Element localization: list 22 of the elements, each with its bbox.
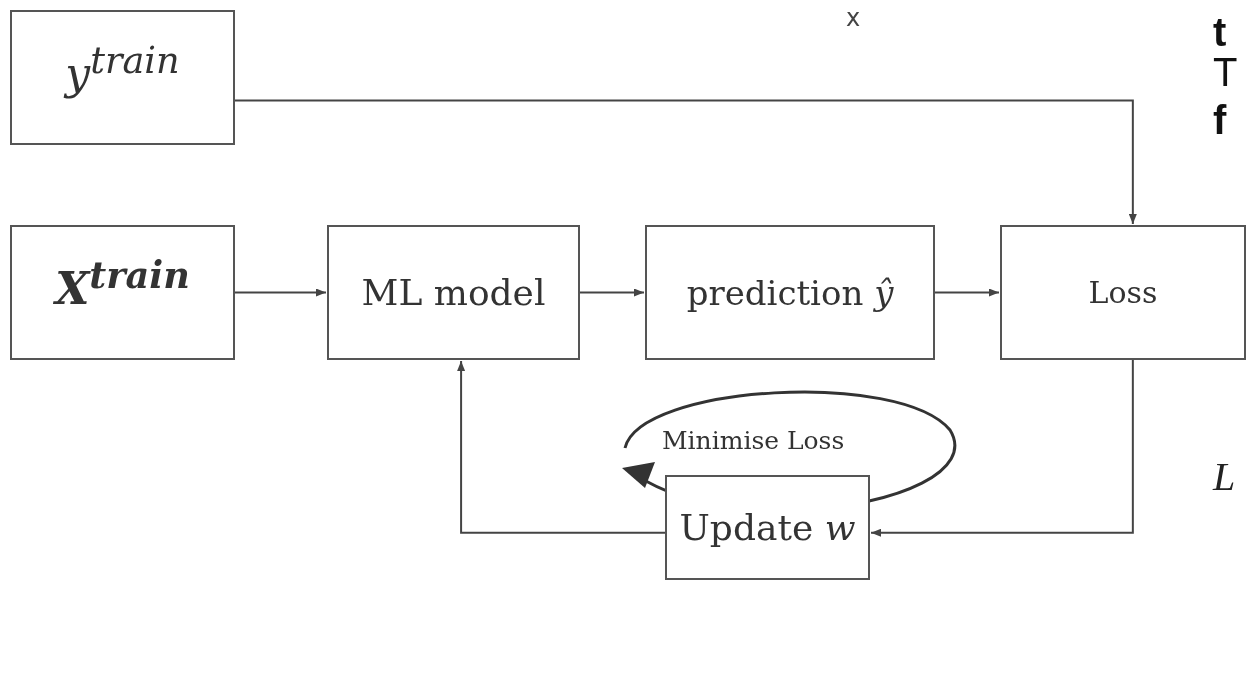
box-text: X$^{train}$ <box>55 253 190 316</box>
process-box <box>327 225 580 360</box>
text-fragment: L <box>1213 455 1236 499</box>
arrow <box>234 288 327 297</box>
box-text: Loss <box>1088 275 1158 310</box>
box-text: prediction ŷ <box>686 272 894 313</box>
process-box <box>1000 225 1246 360</box>
text-fragment: f <box>1213 98 1227 142</box>
box-text: ML model <box>361 272 546 313</box>
process-box <box>10 10 235 145</box>
arrow <box>234 99 1137 225</box>
process-box <box>665 475 870 580</box>
arrow <box>457 360 666 534</box>
process-box <box>645 225 935 360</box>
box-text: Update w <box>679 507 856 548</box>
arrow <box>934 288 1000 297</box>
box-text: y$^{train}$ <box>65 38 180 101</box>
arrow <box>579 288 645 297</box>
loop-label: Minimise Loss <box>662 427 845 455</box>
text-fragment: x <box>846 5 861 32</box>
process-box <box>10 225 235 360</box>
arrow <box>870 359 1134 537</box>
